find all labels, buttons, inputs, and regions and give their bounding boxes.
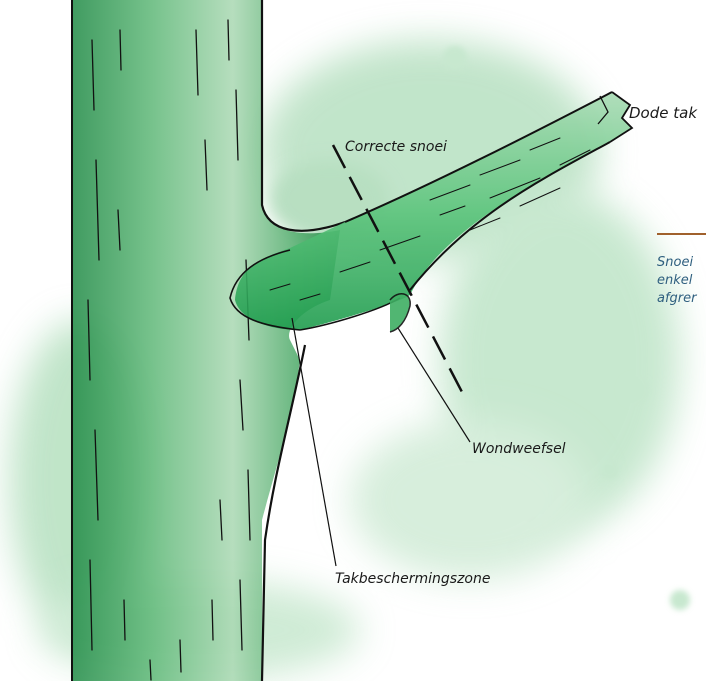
wound-tissue-label: Wondweefsel — [472, 442, 566, 456]
dead-branch-label: Dode tak — [629, 106, 697, 121]
correct-cut-label: Correcte snoei — [345, 140, 447, 154]
side-note-divider — [657, 233, 706, 235]
branch-protection-zone-label: Takbeschermingszone — [335, 572, 490, 586]
side-note-line: enkel — [657, 272, 696, 290]
side-note: Snoei enkel afgrer — [657, 254, 696, 308]
side-note-line: afgrer — [657, 290, 696, 308]
side-note-line: Snoei — [657, 254, 696, 272]
protection-zone-leader — [292, 318, 336, 566]
